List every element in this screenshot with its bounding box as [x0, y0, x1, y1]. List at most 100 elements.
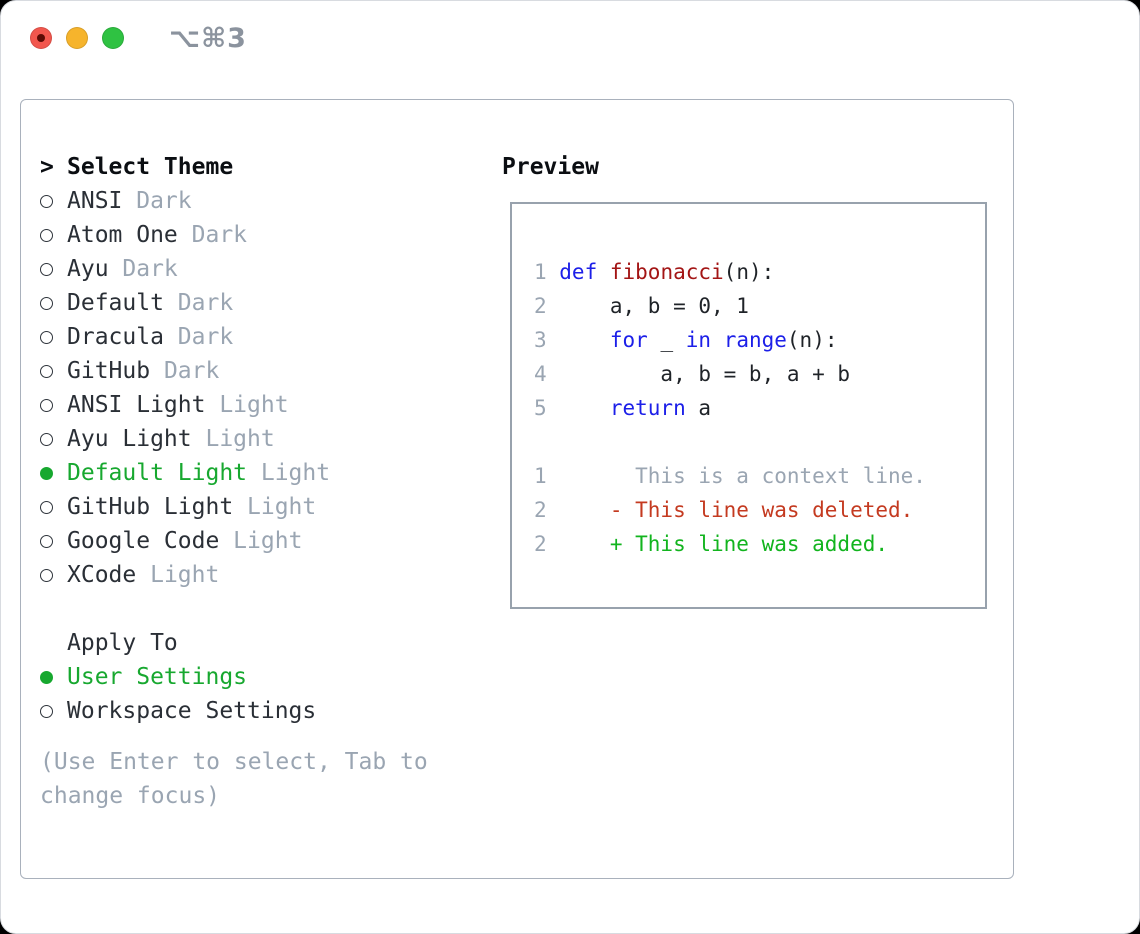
preview-header: Preview: [502, 154, 599, 180]
code-token: range: [723, 328, 787, 352]
option-variant-tag: Light: [191, 426, 275, 452]
code-token: + This line was added.: [559, 532, 889, 556]
radio-unselected-icon: [40, 228, 53, 242]
option-variant-tag: Light: [233, 494, 317, 520]
radio-unselected-icon: [40, 194, 53, 208]
option-label: Default: [67, 290, 164, 316]
theme-option-github[interactable]: GitHub Dark: [40, 354, 330, 388]
code-line: 2 + This line was added.: [534, 527, 977, 561]
option-label: ANSI: [67, 188, 123, 214]
code-line: 4 a, b = b, a + b: [534, 357, 977, 391]
theme-option-atom-one[interactable]: Atom One Dark: [40, 218, 330, 252]
close-button[interactable]: [30, 27, 52, 49]
theme-option-ayu[interactable]: Ayu Dark: [40, 252, 330, 286]
radio-selected-icon: [40, 670, 53, 684]
line-number: 4: [534, 362, 547, 386]
code-token: (n):: [723, 260, 775, 284]
option-label: Dracula: [67, 324, 164, 350]
line-number: 5: [534, 396, 547, 420]
radio-unselected-icon: [40, 568, 53, 582]
radio-unselected-icon: [40, 534, 53, 548]
zoom-button[interactable]: [102, 27, 124, 49]
radio-unselected-icon: [40, 500, 53, 514]
code-token: a: [685, 396, 712, 420]
code-token: in: [685, 328, 712, 352]
window-title: ⌥⌘3: [169, 23, 247, 54]
option-label: Ayu Light: [67, 426, 192, 452]
code-line: 2 - This line was deleted.: [534, 493, 977, 527]
theme-list-header: Select Theme: [67, 154, 234, 180]
keyboard-hint: (Use Enter to select, Tab to change focu…: [40, 749, 428, 809]
theme-option-xcode[interactable]: XCode Light: [40, 558, 330, 592]
option-variant-tag: Light: [136, 562, 220, 588]
theme-option-github-light[interactable]: GitHub Light Light: [40, 490, 330, 524]
radio-unselected-icon: [40, 398, 53, 412]
preview-header-row: Preview: [502, 150, 599, 184]
code-line: 5 return a: [534, 391, 977, 425]
option-label: GitHub: [67, 358, 151, 384]
option-label: Workspace Settings: [67, 698, 317, 724]
code-line: 2 a, b = 0, 1: [534, 289, 977, 323]
line-number: 2: [534, 498, 547, 522]
theme-list-header-row: > Select Theme: [40, 150, 330, 184]
line-number: 3: [534, 328, 547, 352]
line-number: 2: [534, 532, 547, 556]
apply-to-option-user-settings[interactable]: User Settings: [40, 660, 316, 694]
option-variant-tag: Dark: [163, 324, 234, 350]
option-label: Default Light: [67, 460, 248, 486]
theme-option-dracula[interactable]: Dracula Dark: [40, 320, 330, 354]
code-line: 3 for _ in range(n):: [534, 323, 977, 357]
option-variant-tag: Dark: [150, 358, 220, 384]
option-variant-tag: Dark: [163, 290, 234, 316]
code-token: for: [609, 328, 648, 352]
code-token: (n):: [786, 328, 838, 352]
option-variant-tag: Light: [205, 392, 289, 418]
line-number: 1: [534, 464, 547, 488]
theme-option-ansi[interactable]: ANSI Dark: [40, 184, 330, 218]
option-variant-tag: Dark: [122, 188, 192, 214]
option-label: Atom One: [67, 222, 178, 248]
apply-to-option-workspace-settings[interactable]: Workspace Settings: [40, 694, 316, 728]
apply-to-header-row: Apply To: [40, 626, 316, 660]
theme-option-ayu-light[interactable]: Ayu Light Light: [40, 422, 330, 456]
traffic-lights: [30, 27, 124, 49]
theme-option-default-light[interactable]: Default Light Light: [40, 456, 330, 490]
option-label: Ayu: [67, 256, 109, 282]
minimize-button[interactable]: [66, 27, 88, 49]
selection-cursor: >: [40, 154, 54, 180]
code-token: [711, 328, 724, 352]
code-token: fibonacci: [609, 260, 724, 284]
line-number: 1: [534, 260, 547, 284]
option-label: XCode: [67, 562, 137, 588]
option-label: Google Code: [67, 528, 220, 554]
option-variant-tag: Dark: [177, 222, 248, 248]
radio-unselected-icon: [40, 296, 53, 310]
code-token: This is a context line.: [559, 464, 926, 488]
option-label: User Settings: [67, 664, 248, 690]
code-token: [559, 328, 610, 352]
apply-to-header: Apply To: [67, 630, 178, 656]
code-token: a, b = b, a + b: [559, 362, 851, 386]
theme-option-ansi-light[interactable]: ANSI Light Light: [40, 388, 330, 422]
line-number: 2: [534, 294, 547, 318]
radio-selected-icon: [40, 466, 53, 480]
theme-option-default[interactable]: Default Dark: [40, 286, 330, 320]
radio-unselected-icon: [40, 704, 53, 718]
radio-unselected-icon: [40, 432, 53, 446]
code-token: [559, 396, 610, 420]
theme-option-google-code[interactable]: Google Code Light: [40, 524, 330, 558]
unsaved-changes-dot-icon: [37, 34, 45, 42]
code-token: a, b = 0, 1: [559, 294, 749, 318]
code-line: 1 This is a context line.: [534, 459, 977, 493]
code-token: [597, 260, 610, 284]
option-variant-tag: Light: [219, 528, 303, 554]
option-variant-tag: Light: [247, 460, 331, 486]
option-label: ANSI Light: [67, 392, 206, 418]
